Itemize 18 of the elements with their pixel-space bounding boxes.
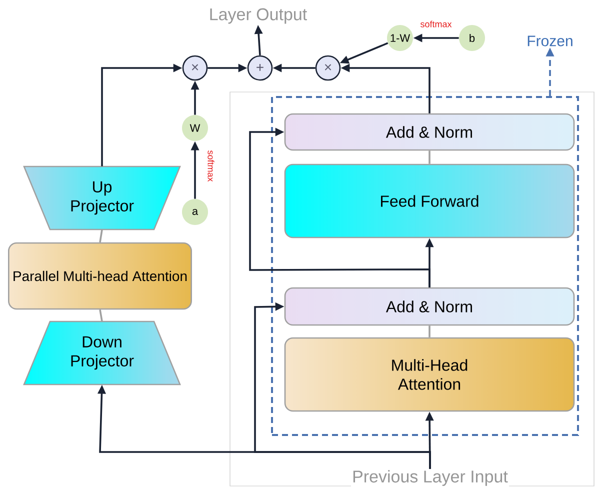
connector-line <box>428 150 430 164</box>
connector-line <box>99 230 103 242</box>
connector-line <box>428 326 430 338</box>
connector-line <box>99 310 103 322</box>
add-norm-box: Add & Norm <box>284 113 575 151</box>
frozen-frame <box>271 96 579 436</box>
input-label: Previous Layer Input <box>351 469 509 487</box>
frozen-label: Frozen <box>528 36 572 46</box>
output-label: Layer Output <box>208 7 308 25</box>
arrow <box>249 128 430 288</box>
attention-box: Multi-Head Attention <box>284 337 575 412</box>
attention-box: Parallel Multi-head Attention <box>8 242 192 310</box>
add-norm-box: Add & Norm <box>284 287 575 326</box>
projector-trapezoid: Down Projector <box>23 320 181 386</box>
projector-trapezoid: Up Projector <box>23 166 181 230</box>
feed-forward-box: Feed Forward <box>284 164 575 238</box>
edge-label: softmax <box>419 20 453 28</box>
edge-label: softmax <box>206 149 216 183</box>
